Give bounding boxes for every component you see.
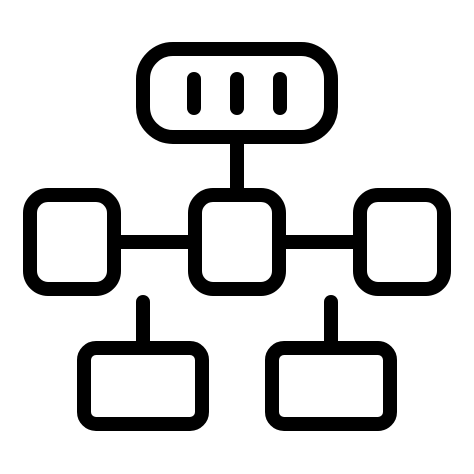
node-left: [23, 188, 121, 296]
node-bottom-left: [77, 341, 209, 431]
node-bottom-right: [265, 341, 397, 431]
node-right: [353, 188, 451, 296]
node-center: [188, 188, 286, 296]
